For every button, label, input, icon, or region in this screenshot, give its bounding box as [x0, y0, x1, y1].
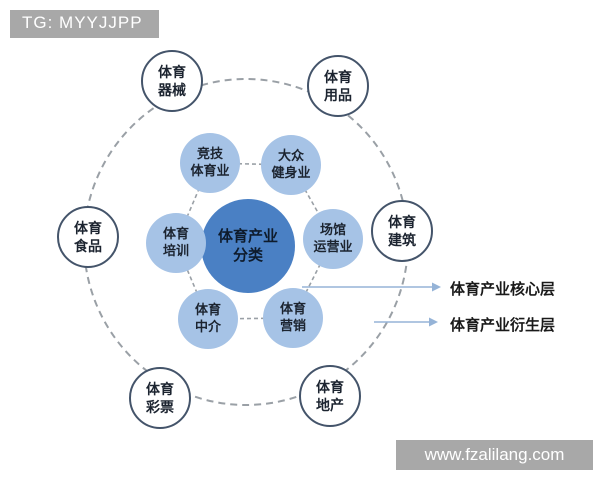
node-label: 用品	[324, 87, 352, 103]
node-label: 体育	[162, 226, 189, 242]
node-sports-realestate: 体育 地产	[299, 365, 361, 427]
node-label: 体育	[158, 63, 186, 80]
node-label: 体育	[194, 302, 221, 318]
node-label: 中介	[194, 319, 221, 334]
node-label: 体育	[316, 378, 344, 395]
core-layer-label: 体育产业核心层	[450, 281, 556, 298]
derived-layer-label: 体育产业衍生层	[450, 317, 556, 334]
node-sports-training: 体育 培训	[146, 213, 206, 273]
node-label: 健身业	[271, 165, 311, 180]
node-label: 培训	[162, 243, 189, 258]
node-label: 地产	[316, 397, 344, 413]
node-label: 体育	[324, 68, 352, 85]
node-label: 分类	[232, 247, 263, 264]
node-label: 运营业	[313, 239, 353, 254]
node-sports-construction: 体育 建筑	[371, 200, 433, 262]
node-sports-lottery: 体育 彩票	[129, 367, 191, 429]
node-sports-marketing: 体育 营销	[263, 288, 323, 348]
node-label: 器械	[158, 82, 186, 98]
node-competitive-sports: 竞技 体育业	[180, 133, 240, 193]
node-label: 竞技	[196, 146, 223, 162]
node-label: 体育	[279, 301, 306, 317]
node-sports-agency: 体育 中介	[178, 289, 238, 349]
node-sporting-goods: 体育 用品	[307, 55, 369, 117]
node-label: 体育	[146, 380, 174, 397]
node-sports-apparatus: 体育 器械	[141, 50, 203, 112]
node-label: 大众	[277, 148, 304, 164]
node-sports-food: 体育 食品	[57, 206, 119, 268]
node-label: 营销	[279, 318, 306, 333]
node-venue-operation: 场馆 运营业	[303, 209, 363, 269]
core-layer-arrowhead	[432, 282, 441, 292]
node-label: 彩票	[146, 399, 174, 415]
node-mass-fitness: 大众 健身业	[261, 135, 321, 195]
node-label: 体育	[388, 213, 416, 230]
node-label: 建筑	[388, 232, 416, 248]
node-center-sports-industry-classification: 体育产业 分类	[201, 199, 295, 293]
derived-layer-arrowhead	[429, 317, 438, 327]
node-label: 食品	[74, 238, 102, 254]
site-watermark: www.fzalilang.com	[396, 440, 593, 470]
node-label: 体育产业	[217, 227, 278, 245]
node-label: 体育业	[190, 163, 230, 178]
node-label: 体育	[74, 219, 102, 236]
watermark-badge: TG: MYYJJPP	[10, 10, 159, 38]
node-label: 场馆	[319, 222, 346, 238]
